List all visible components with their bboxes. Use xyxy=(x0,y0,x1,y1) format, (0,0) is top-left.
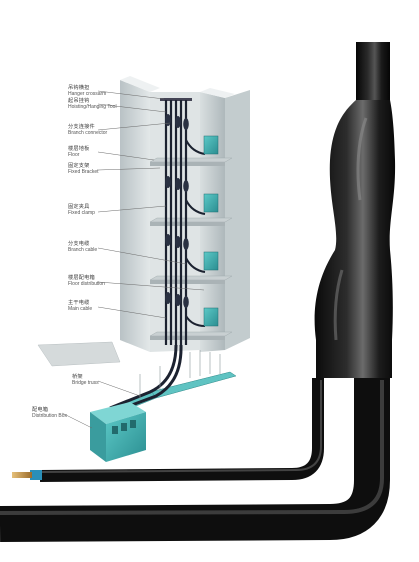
callout-branch-connector: 分支连接件 Branch connector xyxy=(68,124,108,137)
callout-leaders xyxy=(61,90,205,429)
callout-zh: 固定支架 xyxy=(68,163,90,169)
branch-cables xyxy=(185,139,206,327)
bridge-truss xyxy=(109,344,237,415)
callout-hanger-crossarm: 吊钩横担 Hanger crossarm xyxy=(68,85,107,98)
callout-zh: 楼层地板 xyxy=(68,146,90,152)
callout-fixed-bracket: 固定支架 Fixed Bracket xyxy=(68,163,99,176)
callout-zh: 主干电缆 xyxy=(68,300,90,306)
ground-slab xyxy=(37,341,121,367)
callout-en: Branch cable xyxy=(68,246,98,253)
main-cable-trunk xyxy=(356,42,390,112)
hanger-crossarm xyxy=(160,98,192,101)
callout-main-cable: 主干电缆 Main cable xyxy=(68,300,93,313)
insulation-end xyxy=(30,470,42,480)
molded-joint xyxy=(314,100,396,378)
callout-floor: 楼层地板 Floor xyxy=(68,146,90,159)
callout-branch-cable: 分支电缆 Branch cable xyxy=(68,241,98,254)
distribution-box xyxy=(90,402,146,462)
callout-en: Hoisting/Hanging Tool xyxy=(68,103,117,110)
callout-en: Fixed Bracket xyxy=(68,168,99,175)
branch-cable-small xyxy=(39,378,324,482)
callout-floor-distribution: 楼层配电箱 Floor distribution xyxy=(68,275,105,288)
callout-en: Distribution Box xyxy=(32,412,68,419)
callout-en: Fixed clamp xyxy=(68,209,95,216)
callout-zh: 分支电缆 xyxy=(68,241,90,247)
copper-conductor xyxy=(12,472,32,478)
building-shaft xyxy=(37,76,250,462)
callout-zh: 配电箱 xyxy=(32,407,49,413)
callout-en: Floor distribution xyxy=(68,280,105,287)
branch-cable-product xyxy=(0,42,396,542)
callout-en: Bridge truss xyxy=(72,379,99,386)
callout-en: Floor xyxy=(68,151,80,158)
callout-zh: 固定夹具 xyxy=(68,204,90,210)
callout-en: Hanger crossarm xyxy=(68,90,107,97)
callout-zh: 吊钩横担 xyxy=(68,85,90,91)
callout-distribution-box: 配电箱 Distribution Box xyxy=(32,407,68,420)
callout-en: Main cable xyxy=(68,305,93,312)
callout-fixed-clamp: 固定夹具 Fixed clamp xyxy=(68,204,95,217)
callout-en: Branch connector xyxy=(68,129,108,136)
callout-zh: 楼层配电箱 xyxy=(68,275,95,281)
floor-distribution-boxes xyxy=(203,135,219,327)
callout-hoisting-tool: 起吊挂钩 Hoisting/Hanging Tool xyxy=(68,98,117,111)
callout-zh: 桥架 xyxy=(72,374,83,380)
callout-zh: 分支连接件 xyxy=(68,124,95,130)
callout-zh: 起吊挂钩 xyxy=(68,98,90,104)
callout-bridge-truss: 桥架 Bridge truss xyxy=(72,374,99,387)
